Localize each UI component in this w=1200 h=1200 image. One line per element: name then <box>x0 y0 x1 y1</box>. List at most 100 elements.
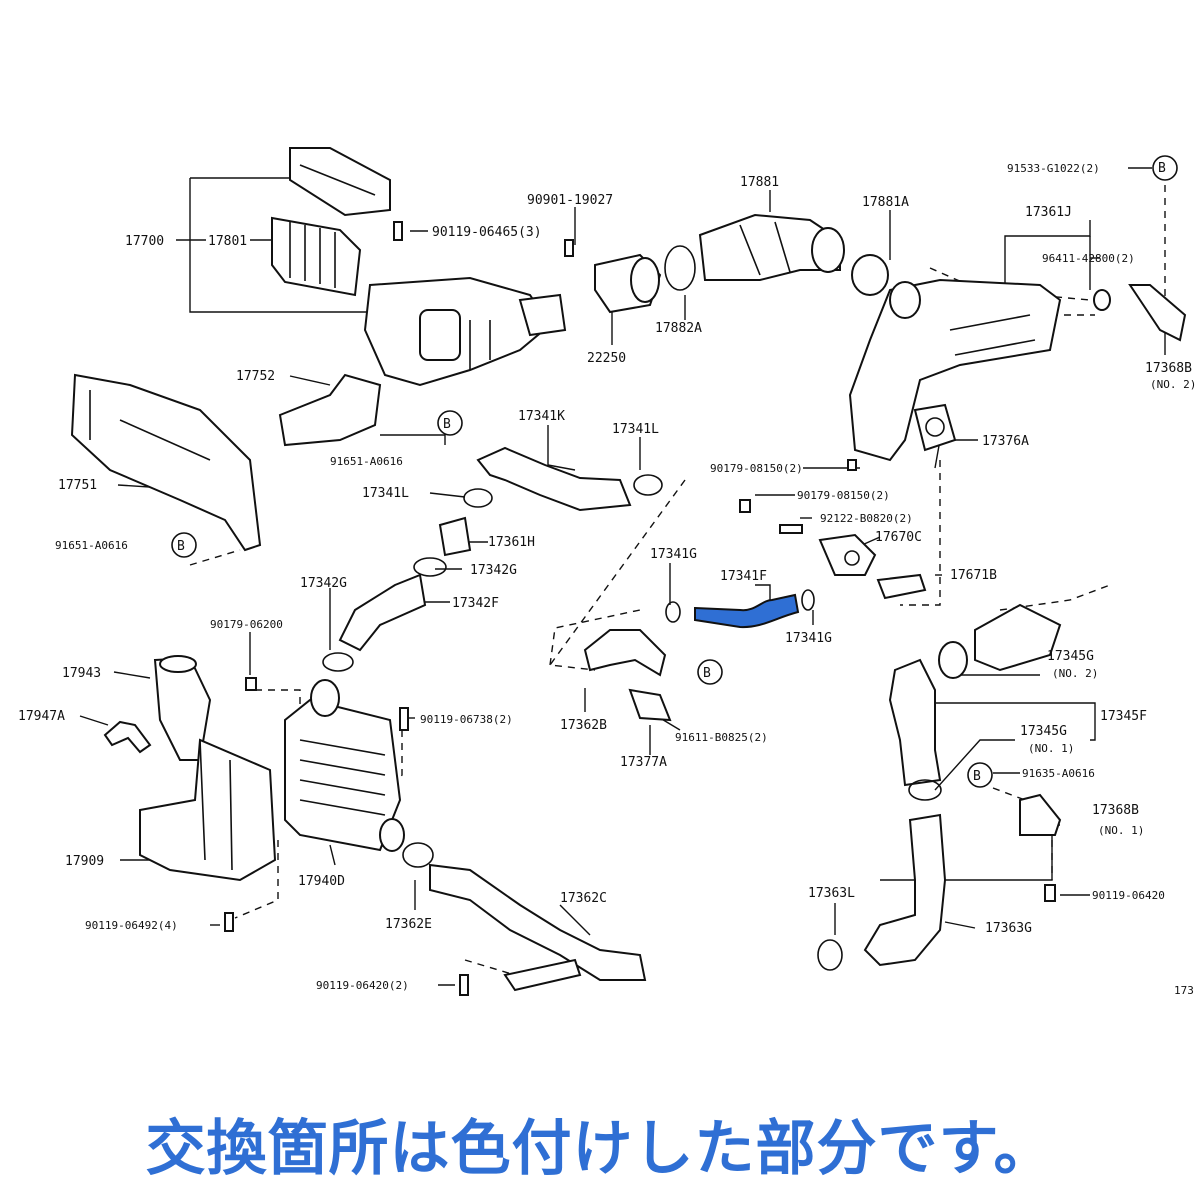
intercooler-pipe-17361J <box>848 278 1062 462</box>
hose-17345F <box>888 658 942 787</box>
gasket-17376A <box>913 403 957 452</box>
label-90179-06200: 90179-06200 <box>210 618 283 631</box>
label-17909: 17909 <box>65 854 104 869</box>
b-marker-2: B <box>443 417 451 432</box>
hose-17341F-highlighted <box>694 593 800 629</box>
b-marker-circle-4 <box>697 659 723 685</box>
label-cut-off: 173 <box>1174 984 1194 997</box>
label-17882A: 17882A <box>655 321 702 336</box>
bolts <box>224 221 1056 996</box>
clamp-17363L <box>817 939 843 971</box>
label-17341L-b: 17341L <box>362 486 409 501</box>
label-17368B-no1: 17368B <box>1092 803 1139 818</box>
label-96411-42800: 96411-42800(2) <box>1042 252 1135 265</box>
label-17671B: 17671B <box>950 568 997 583</box>
clamp-17341G-a <box>665 601 681 623</box>
pipe-17362B <box>583 629 667 677</box>
b-marker-circle-5 <box>967 762 993 788</box>
label-17362B: 17362B <box>560 718 607 733</box>
label-17752: 17752 <box>236 369 275 384</box>
label-90901-19027: 90901-19027 <box>527 193 613 208</box>
label-90119-06465: 90119-06465(3) <box>432 225 542 240</box>
bracket-17368B-no1 <box>1019 793 1062 836</box>
label-17341G-a: 17341G <box>650 547 697 562</box>
clamp-17341L-a <box>633 474 663 496</box>
label-17363G: 17363G <box>985 921 1032 936</box>
label-90119-06492: 90119-06492(4) <box>85 919 178 932</box>
clamp-17882A <box>664 245 696 291</box>
clamp-17342G-b <box>322 652 354 672</box>
label-17345F: 17345F <box>1100 709 1147 724</box>
label-17943: 17943 <box>62 666 101 681</box>
label-90119-06420-a: 90119-06420 <box>1092 889 1165 902</box>
bracket-17368B-no2 <box>1128 284 1187 342</box>
label-17751: 17751 <box>58 478 97 493</box>
label-17881A: 17881A <box>862 195 909 210</box>
label-17361J: 17361J <box>1025 205 1072 220</box>
label-17341G-b: 17341G <box>785 631 832 646</box>
label-17345G-no1: 17345G <box>1020 724 1067 739</box>
duct-17909 <box>139 738 277 882</box>
intake-duct-17752 <box>278 373 382 447</box>
b-marker-circle-1 <box>1152 155 1178 181</box>
clamp-17342G-a <box>413 557 447 577</box>
pipe-17345G-no2 <box>938 603 1062 679</box>
label-17670C: 17670C <box>875 530 922 545</box>
air-duct-17943 <box>153 655 212 761</box>
hose-17341K <box>476 446 632 512</box>
caption: 交換箇所は色付けした部分です。 <box>145 1114 1055 1184</box>
label-17363L: 17363L <box>808 886 855 901</box>
pipe-17362C <box>429 863 647 981</box>
intercooler-17940D <box>284 679 405 852</box>
hose-17342F <box>338 573 427 652</box>
label-90119-06420-b: 90119-06420(2) <box>316 979 409 992</box>
intake-hose-17881 <box>698 213 845 281</box>
air-duct-17751 <box>70 373 262 552</box>
bracket-17947A <box>103 720 152 754</box>
b-marker-1: B <box>1158 161 1166 176</box>
hose-17363G <box>863 813 947 967</box>
label-90179-08150-a: 90179-08150(2) <box>710 462 803 475</box>
label-17368B-no2-sub: (NO. 2) <box>1150 378 1196 391</box>
label-17345G-no2-sub: (NO. 2) <box>1052 667 1098 680</box>
label-90179-08150-b: 90179-08150(2) <box>797 489 890 502</box>
air-cleaner-cover <box>289 147 391 217</box>
label-91533-G1022: 91533-G1022(2) <box>1007 162 1100 175</box>
clamp-17362E <box>402 842 434 868</box>
gasket-17671B <box>876 573 927 600</box>
air-cleaner-case <box>363 276 567 387</box>
label-91651-A0616-a: 91651-A0616 <box>330 455 403 468</box>
clamp-17345G-no1 <box>908 779 942 801</box>
label-17376A: 17376A <box>982 434 1029 449</box>
label-91635-A0616: 91635-A0616 <box>1022 767 1095 780</box>
label-17940D: 17940D <box>298 874 345 889</box>
label-17345G-no2: 17345G <box>1047 649 1094 664</box>
pipe-17361H <box>438 516 472 557</box>
label-17947A: 17947A <box>18 709 65 724</box>
b-marker-5: B <box>973 769 981 784</box>
label-17377A: 17377A <box>620 755 667 770</box>
label-92122-B0820: 92122-B0820(2) <box>820 512 913 525</box>
clamp-17341G-b <box>801 589 815 611</box>
label-91611-B0825: 91611-B0825(2) <box>675 731 768 744</box>
label-17341K: 17341K <box>518 409 565 424</box>
label-17801: 17801 <box>208 234 247 249</box>
clamp-17341L-b <box>463 488 493 508</box>
valve-17670C <box>818 533 877 576</box>
label-17368B-no2: 17368B <box>1145 361 1192 376</box>
label-17700: 17700 <box>125 234 164 249</box>
label-91651-A0616-b: 91651-A0616 <box>55 539 128 552</box>
air-filter-element <box>271 216 362 297</box>
b-marker-4: B <box>703 666 711 681</box>
label-17362E: 17362E <box>385 917 432 932</box>
label-17361H: 17361H <box>488 535 535 550</box>
label-22250: 22250 <box>587 351 626 366</box>
label-17345G-no1-sub: (NO. 1) <box>1028 742 1074 755</box>
part-labels: 17700 17801 90119-06465(3) 90901-19027 1… <box>18 161 1196 997</box>
clamp-17881A <box>851 254 889 296</box>
label-90119-06738: 90119-06738(2) <box>420 713 513 726</box>
b-marker-3: B <box>177 539 185 554</box>
bracket-17362C <box>503 958 582 992</box>
label-17342F: 17342F <box>452 596 499 611</box>
